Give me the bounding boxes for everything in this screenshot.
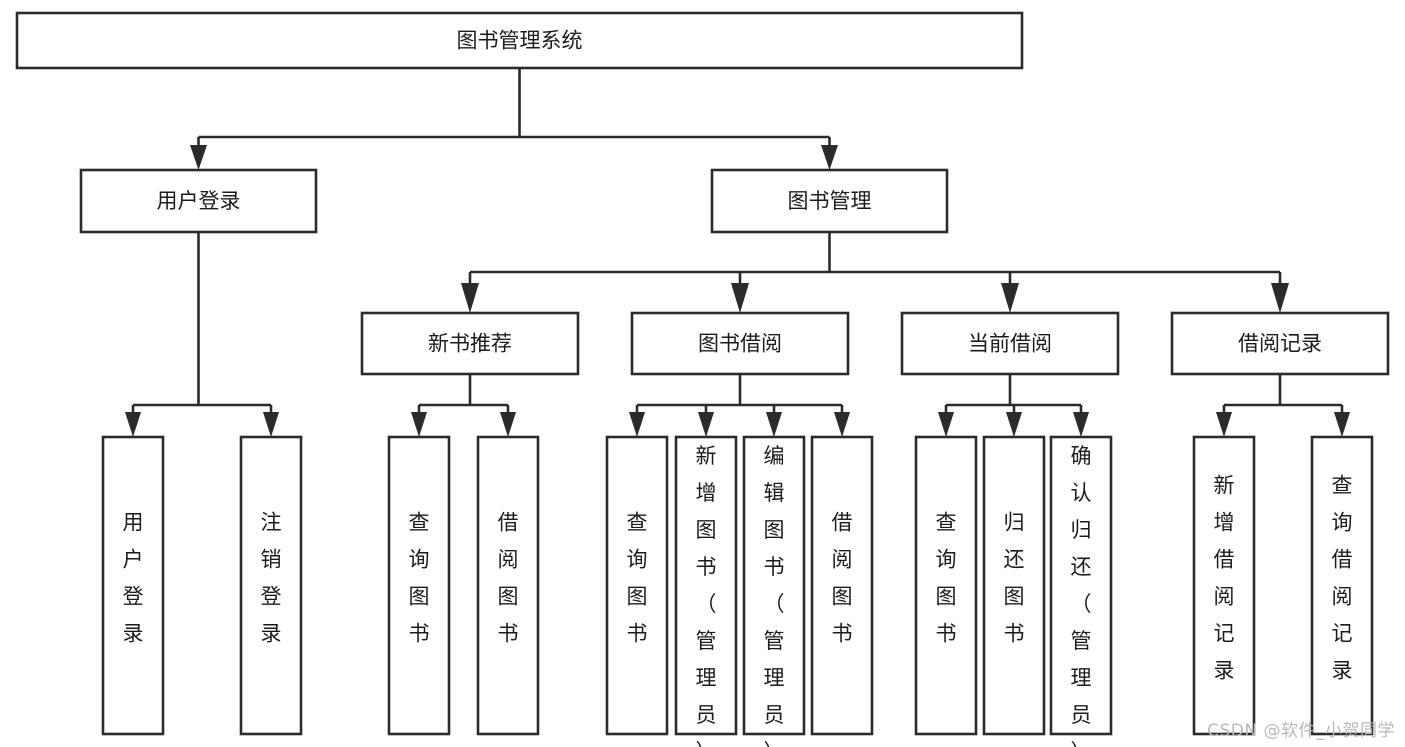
node-leaf-logout-label: 注销登录 <box>261 511 282 646</box>
node-leaf-borrow-book[interactable]: 借阅图书 <box>810 435 874 736</box>
node-leaf-query-book-borrow[interactable]: 查询图书 <box>605 435 669 736</box>
node-leaf-confirm-return[interactable]: 确认归还（管理员） <box>1049 435 1113 747</box>
node-root[interactable]: 图书管理系统 <box>15 11 1024 70</box>
node-current-borrow[interactable]: 当前借阅 <box>900 311 1120 376</box>
node-leaf-user-login-label: 用户登录 <box>123 511 144 646</box>
node-leaf-query-book-rec-label: 查询图书 <box>409 511 430 646</box>
node-leaf-query-book-rec-box[interactable] <box>387 435 451 736</box>
node-leaf-borrow-book-rec-label: 借阅图书 <box>498 511 519 646</box>
arrow-head-leaf-query-book-rec <box>411 412 427 437</box>
node-leaf-query-book-current[interactable]: 查询图书 <box>914 435 978 736</box>
arrow-head-user-login <box>190 145 207 170</box>
node-leaf-add-record[interactable]: 新增借阅记录 <box>1192 435 1256 736</box>
node-leaf-logout[interactable]: 注销登录 <box>239 435 303 736</box>
node-borrow-record[interactable]: 借阅记录 <box>1170 311 1390 376</box>
node-leaf-confirm-return-box[interactable] <box>1049 435 1113 736</box>
node-leaf-query-book-current-box[interactable] <box>914 435 978 736</box>
node-book-management-label: 图书管理 <box>788 189 872 213</box>
connectors-current-borrow-to-leaves <box>938 374 1089 437</box>
node-leaf-borrow-book-box[interactable] <box>810 435 874 736</box>
node-book-management-box[interactable] <box>710 168 949 234</box>
node-leaf-query-record-label: 查询借阅记录 <box>1332 474 1353 683</box>
arrow-head-leaf-return-book <box>1006 412 1022 437</box>
arrow-head-leaf-add-record <box>1216 412 1232 437</box>
connectors-book-borrow-to-leaves <box>629 374 850 437</box>
node-leaf-add-book-label: 新增图书（管理员） <box>696 444 717 747</box>
node-new-book-recommend-box[interactable] <box>360 311 580 376</box>
node-leaf-add-record-box[interactable] <box>1192 435 1256 736</box>
connectors-user-login-to-leaves <box>125 232 279 437</box>
node-new-book-recommend-label: 新书推荐 <box>428 332 512 356</box>
node-leaf-query-book-borrow-box[interactable] <box>605 435 669 736</box>
node-root-label: 图书管理系统 <box>457 29 583 53</box>
node-book-borrow-label: 图书借阅 <box>698 332 782 356</box>
node-leaf-query-book-rec[interactable]: 查询图书 <box>387 435 451 736</box>
arrow-head-leaf-edit-book <box>766 412 782 437</box>
node-leaf-add-record-label: 新增借阅记录 <box>1214 474 1235 683</box>
csdn-watermark: CSDN @软件_小贺同学 <box>1207 721 1395 741</box>
node-book-borrow-box[interactable] <box>630 311 850 376</box>
arrow-head-leaf-logout <box>263 412 279 437</box>
node-leaf-return-book[interactable]: 归还图书 <box>982 435 1046 736</box>
arrow-head-leaf-borrow-book-rec <box>500 412 516 437</box>
arrow-head-borrow-record <box>1271 283 1289 313</box>
node-leaf-query-record-box[interactable] <box>1310 435 1374 736</box>
arrow-head-new-book-recommend <box>461 283 479 313</box>
connectors-new-book-to-leaves <box>411 374 516 437</box>
node-leaf-query-record[interactable]: 查询借阅记录 <box>1310 435 1374 736</box>
node-root-box[interactable] <box>15 11 1024 70</box>
node-leaf-add-book[interactable]: 新增图书（管理员） <box>674 435 738 747</box>
arrow-head-leaf-confirm-return <box>1073 412 1089 437</box>
node-new-book-recommend[interactable]: 新书推荐 <box>360 311 580 376</box>
node-leaf-confirm-return-label: 确认归还（管理员） <box>1071 444 1092 747</box>
node-leaf-edit-book-box[interactable] <box>742 435 806 736</box>
arrow-head-current-borrow <box>1001 283 1019 313</box>
node-leaf-logout-box[interactable] <box>239 435 303 736</box>
node-leaf-borrow-book-rec-box[interactable] <box>476 435 540 736</box>
node-leaf-user-login-box[interactable] <box>101 435 165 736</box>
node-user-login-label: 用户登录 <box>157 189 241 213</box>
node-leaf-user-login[interactable]: 用户登录 <box>101 435 165 736</box>
node-leaf-borrow-book-label: 借阅图书 <box>832 511 853 646</box>
node-book-borrow[interactable]: 图书借阅 <box>630 311 850 376</box>
node-leaf-edit-book[interactable]: 编辑图书（管理员） <box>742 435 806 747</box>
node-user-login-box[interactable] <box>79 168 318 234</box>
node-borrow-record-box[interactable] <box>1170 311 1390 376</box>
node-leaf-query-book-current-label: 查询图书 <box>936 511 957 646</box>
connectors-borrow-record-to-leaves <box>1216 374 1350 437</box>
node-user-login[interactable]: 用户登录 <box>79 168 318 234</box>
node-leaf-borrow-book-rec[interactable]: 借阅图书 <box>476 435 540 736</box>
arrow-head-leaf-query-book-borrow <box>629 412 645 437</box>
arrow-head-book-management <box>821 145 838 170</box>
arrow-head-book-borrow <box>731 283 749 313</box>
connectors-root-to-level2 <box>190 68 838 170</box>
arrow-head-leaf-add-book <box>698 412 714 437</box>
arrow-head-leaf-query-record <box>1334 412 1350 437</box>
arrow-head-leaf-borrow-book <box>834 412 850 437</box>
node-leaf-return-book-box[interactable] <box>982 435 1046 736</box>
arrow-head-leaf-query-book-current <box>938 412 954 437</box>
node-leaf-query-book-borrow-label: 查询图书 <box>627 511 648 646</box>
node-borrow-record-label: 借阅记录 <box>1238 332 1322 356</box>
node-current-borrow-label: 当前借阅 <box>968 332 1052 356</box>
node-book-management[interactable]: 图书管理 <box>710 168 949 234</box>
node-leaf-edit-book-label: 编辑图书（管理员） <box>764 444 785 747</box>
node-leaf-return-book-label: 归还图书 <box>1004 511 1025 646</box>
connectors-book-management-to-level3 <box>461 232 1289 313</box>
node-leaf-add-book-box[interactable] <box>674 435 738 736</box>
node-current-borrow-box[interactable] <box>900 311 1120 376</box>
arrow-head-leaf-user-login <box>125 412 141 437</box>
